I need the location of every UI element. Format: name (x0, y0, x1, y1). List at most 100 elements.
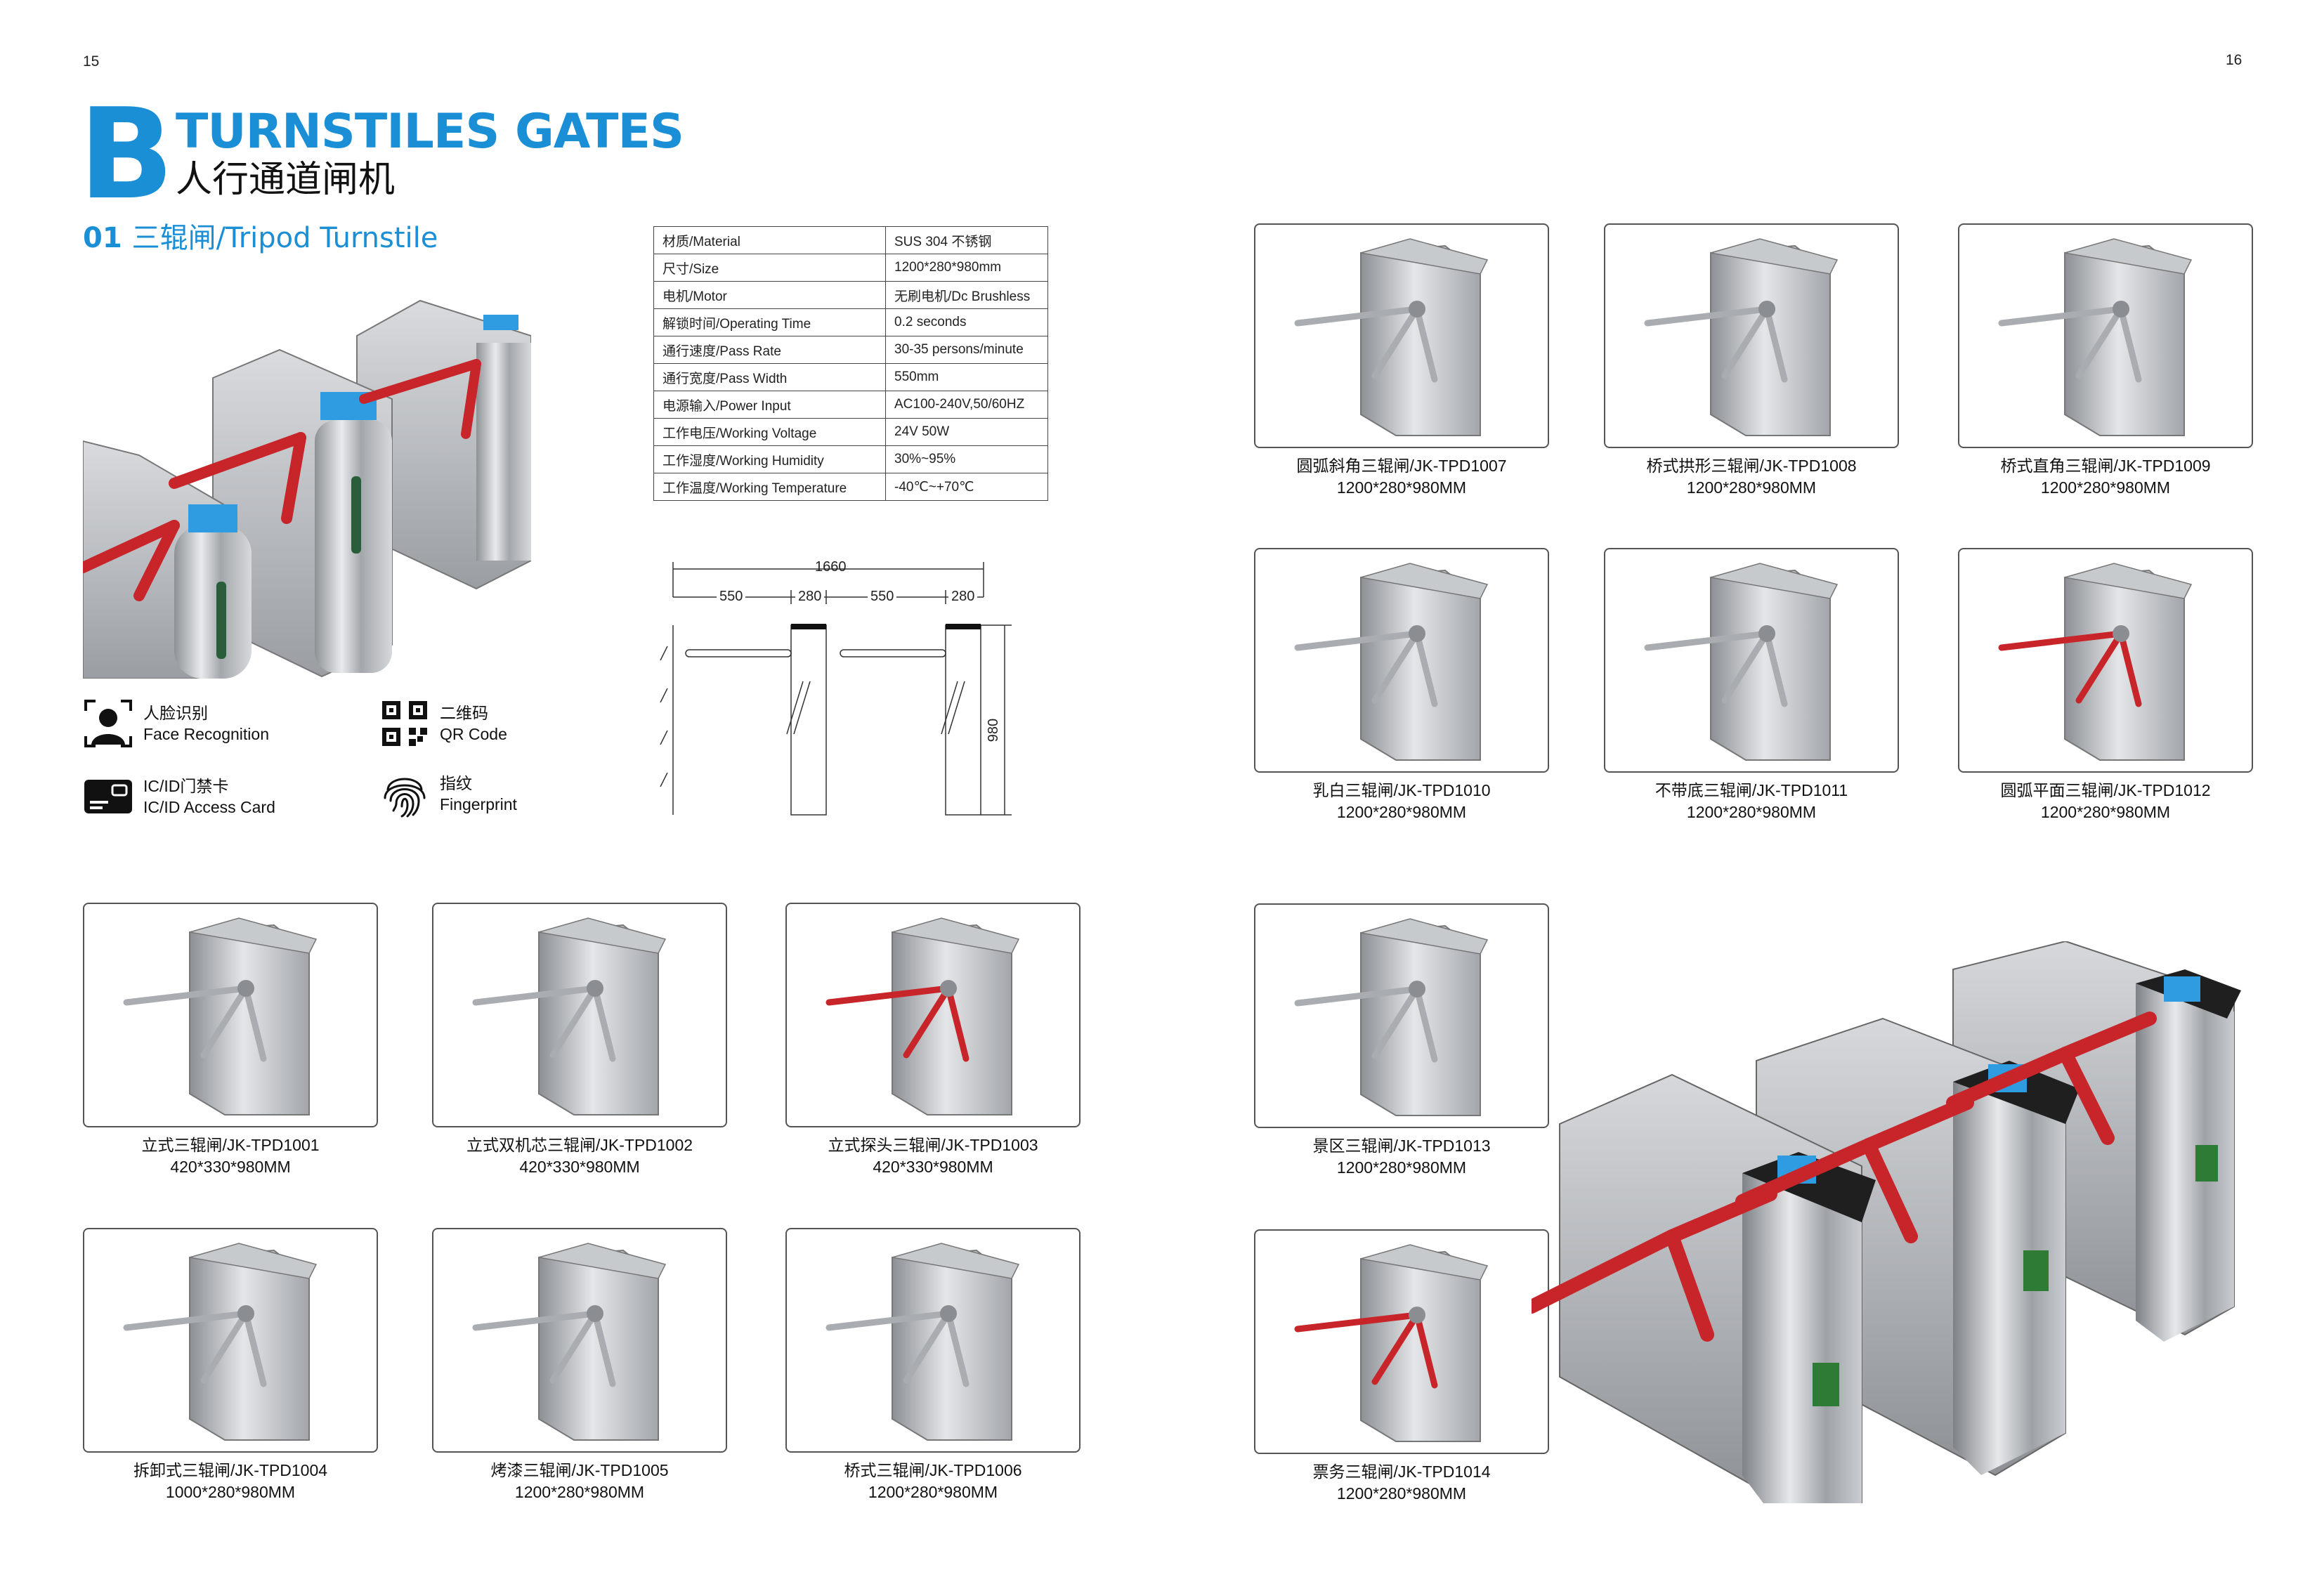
product-caption: 拆卸式三辊闸/JK-TPD1004 1000*280*980MM (83, 1460, 378, 1503)
product-size: 1200*280*980MM (1336, 1484, 1467, 1503)
product-image (123, 1243, 318, 1441)
product-size: 1200*280*980MM (1686, 478, 1817, 497)
featured-product-image (1532, 941, 2241, 1503)
face-recognition-icon (84, 700, 132, 747)
dim-post1-label: 280 (795, 589, 825, 605)
product-name: 立式三辊闸/JK-TPD1001 (141, 1136, 320, 1154)
product-image (1294, 1244, 1489, 1442)
product-size: 1200*280*980MM (2040, 478, 2171, 497)
product-size: 1200*280*980MM (2040, 803, 2171, 821)
spec-label: 尺寸/Size (653, 254, 886, 282)
product-size: 1200*280*980MM (1336, 1158, 1467, 1177)
spec-value: SUS 304 不锈钢 (885, 226, 1048, 254)
spec-label: 通行速度/Pass Rate (653, 336, 886, 364)
product-caption: 景区三辊闸/JK-TPD1013 1200*280*980MM (1254, 1135, 1549, 1179)
product-caption: 立式探头三辊闸/JK-TPD1003 420*330*980MM (785, 1134, 1081, 1178)
product-caption: 票务三辊闸/JK-TPD1014 1200*280*980MM (1254, 1461, 1549, 1505)
page-number-left: 15 (83, 53, 100, 70)
product-size: 420*330*980MM (873, 1158, 993, 1176)
product-card (83, 903, 378, 1127)
feature-label-en: Fingerprint (440, 795, 517, 813)
product-image (825, 917, 1020, 1115)
spec-row: 工作温度/Working Temperature-40℃~+70℃ (653, 473, 1048, 501)
product-caption: 不带底三辊闸/JK-TPD1011 1200*280*980MM (1604, 780, 1899, 823)
product-name: 景区三辊闸/JK-TPD1013 (1312, 1137, 1491, 1155)
product-size: 1200*280*980MM (1686, 803, 1817, 821)
page-subtitle: 人行通道闸机 (176, 159, 396, 201)
product-size: 1200*280*980MM (1336, 803, 1467, 821)
spec-value: 30%~95% (885, 445, 1048, 473)
product-card (1254, 548, 1549, 773)
section-number: 01 (83, 222, 122, 254)
product-caption: 立式三辊闸/JK-TPD1001 420*330*980MM (83, 1134, 378, 1178)
product-image (1294, 238, 1489, 436)
product-image (123, 917, 318, 1115)
feature-fingerprint: 指纹 Fingerprint (379, 768, 517, 819)
section-letter: B (79, 81, 174, 227)
product-size: 1200*280*980MM (514, 1483, 645, 1501)
spec-value: -40℃~+70℃ (885, 473, 1048, 501)
spec-value: 0.2 seconds (885, 308, 1048, 336)
product-image (1644, 238, 1839, 436)
section-title: 三辊闸/Tripod Turnstile (131, 222, 438, 254)
spec-value: 30-35 persons/minute (885, 336, 1048, 364)
product-size: 1200*280*980MM (1336, 478, 1467, 497)
product-card (785, 903, 1081, 1127)
hero-product-image (83, 299, 531, 679)
product-image (472, 917, 667, 1115)
page-title: TURNSTILES GATES (176, 104, 684, 159)
product-card (785, 1228, 1081, 1453)
product-name: 立式双机芯三辊闸/JK-TPD1002 (466, 1136, 693, 1154)
product-name: 立式探头三辊闸/JK-TPD1003 (828, 1136, 1038, 1154)
page-number-right: 16 (2226, 52, 2243, 68)
product-name: 拆卸式三辊闸/JK-TPD1004 (133, 1461, 328, 1479)
product-name: 票务三辊闸/JK-TPD1014 (1312, 1463, 1491, 1481)
product-card (1254, 1229, 1549, 1454)
product-size: 420*330*980MM (170, 1158, 291, 1176)
product-card (1254, 223, 1549, 448)
product-size: 1000*280*980MM (165, 1483, 296, 1501)
product-caption: 桥式直角三辊闸/JK-TPD1009 1200*280*980MM (1958, 455, 2253, 499)
spec-label: 材质/Material (653, 226, 886, 254)
product-caption: 烤漆三辊闸/JK-TPD1005 1200*280*980MM (432, 1460, 727, 1503)
product-image (472, 1243, 667, 1441)
product-image (1998, 238, 2193, 436)
product-size: 420*330*980MM (519, 1158, 640, 1176)
product-name: 不带底三辊闸/JK-TPD1011 (1654, 781, 1848, 799)
product-card (1604, 223, 1899, 448)
product-image (1644, 563, 1839, 761)
spec-label: 工作湿度/Working Humidity (653, 445, 886, 473)
access-card-icon (84, 780, 132, 813)
feature-label-zh: 指纹 (440, 774, 472, 792)
product-name: 烤漆三辊闸/JK-TPD1005 (490, 1461, 669, 1479)
spec-value: AC100-240V,50/60HZ (885, 391, 1048, 419)
dim-post2-label: 280 (948, 589, 978, 605)
spec-label: 工作电压/Working Voltage (653, 418, 886, 446)
product-name: 圆弧斜角三辊闸/JK-TPD1007 (1296, 457, 1507, 475)
fingerprint-icon (384, 778, 426, 818)
product-name: 桥式直角三辊闸/JK-TPD1009 (2000, 457, 2211, 475)
product-image (1998, 563, 2193, 761)
qr-code-icon (382, 701, 427, 746)
product-card (1604, 548, 1899, 773)
product-image (1294, 918, 1489, 1116)
spec-label: 电源输入/Power Input (653, 391, 886, 419)
product-card (1254, 903, 1549, 1128)
product-card (83, 1228, 378, 1453)
product-caption: 圆弧斜角三辊闸/JK-TPD1007 1200*280*980MM (1254, 455, 1549, 499)
product-card (432, 1228, 727, 1453)
